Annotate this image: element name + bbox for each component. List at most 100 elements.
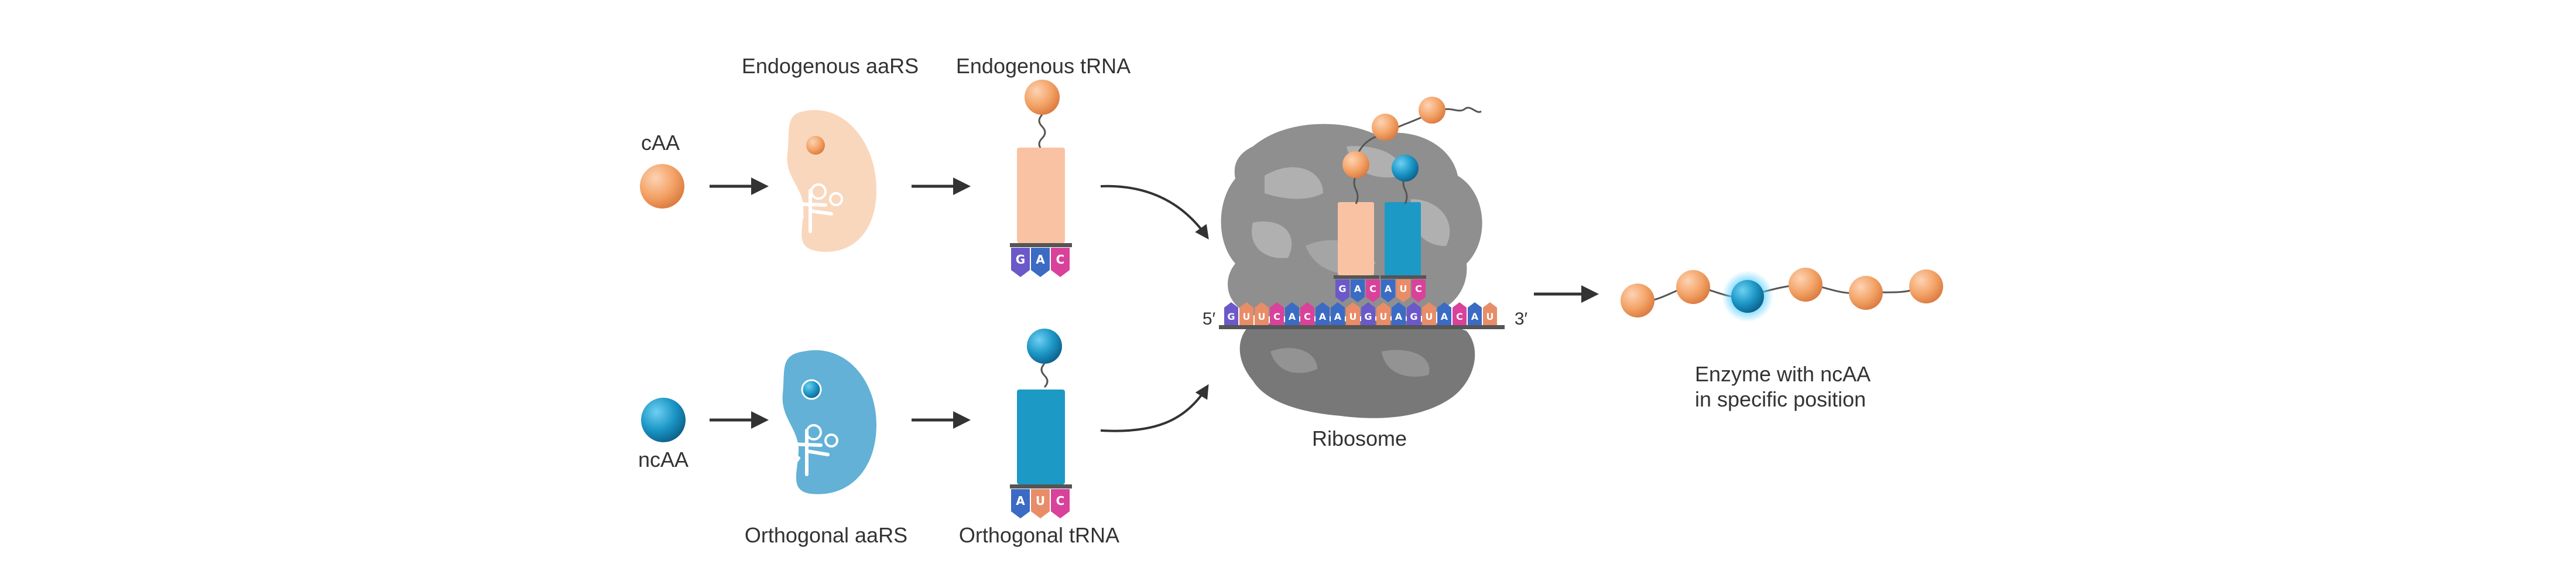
enzyme-residue — [1909, 269, 1943, 303]
codon-base — [1335, 279, 1349, 302]
codon-base — [1407, 302, 1421, 325]
codon-letter: U — [1349, 311, 1357, 322]
chain-residue-ncaa — [1392, 155, 1419, 182]
enzyme-label-line1: Enzyme with ncAA — [1695, 362, 1871, 386]
anticodon-letter: A — [1036, 252, 1045, 267]
anticodon-base — [1031, 489, 1050, 518]
enzyme-chain — [1621, 268, 1943, 322]
codon-base — [1483, 302, 1497, 325]
ribosome-small-subunit — [1239, 320, 1475, 418]
codon-letter: A — [1319, 311, 1327, 322]
codon-letter: U — [1380, 311, 1388, 322]
codon-letter: C — [1273, 311, 1280, 322]
enzyme-residue — [1676, 270, 1710, 304]
ncaa-label: ncAA — [638, 448, 688, 472]
codon-letter: A — [1385, 284, 1392, 295]
anticodon-letter: C — [1056, 252, 1065, 267]
codon-base — [1422, 302, 1436, 325]
codon-base — [1366, 279, 1380, 302]
codon-letter: C — [1415, 284, 1422, 295]
codon-letter: A — [1441, 311, 1448, 322]
codon-letter: U — [1426, 311, 1433, 322]
codon-base — [1346, 302, 1360, 325]
codon-letter: U — [1243, 311, 1251, 322]
codon-base — [1381, 279, 1395, 302]
codon-letter: G — [1410, 311, 1417, 322]
codon-base — [1239, 302, 1253, 325]
caa-amino-acid — [640, 164, 684, 209]
endogenous-trna — [1010, 80, 1072, 247]
codon-base — [1361, 302, 1375, 325]
anticodon-letter: C — [1056, 494, 1065, 508]
codon-letter: U — [1400, 284, 1407, 295]
ribosome-endogenous-trna — [1334, 202, 1379, 279]
endogenous-anticodon: G A C — [1011, 248, 1070, 277]
anticodon-letter: A — [1016, 494, 1025, 508]
codon-base — [1285, 302, 1299, 325]
codon-base — [1376, 302, 1390, 325]
codon-letter: G — [1338, 284, 1346, 295]
anticodon-letter: G — [1016, 252, 1025, 267]
ribosome-orthogonal-trna — [1381, 202, 1426, 279]
anticodon-base — [1011, 248, 1030, 277]
arrow-orthogonal-to-ribosome — [1100, 384, 1209, 432]
arrow-endogenous-to-ribosome — [1100, 185, 1209, 240]
codon-letter: U — [1486, 311, 1494, 322]
codon-base — [1396, 279, 1410, 302]
trna-linker — [1353, 175, 1359, 204]
orthogonal-trna — [1010, 329, 1072, 489]
mrna-strand — [1219, 325, 1505, 329]
caa-label: cAA — [641, 131, 680, 155]
five-prime-label: 5′ — [1203, 309, 1216, 329]
orthogonal-anticodon: A U C — [1011, 489, 1070, 518]
codon-base — [1316, 302, 1330, 325]
chain-residue — [1419, 97, 1445, 124]
codon-base — [1412, 279, 1426, 302]
codon-base — [1468, 302, 1482, 325]
codon-base — [1331, 302, 1345, 325]
enzyme-residue — [1621, 284, 1654, 317]
anticodon-base — [1011, 489, 1030, 518]
three-prime-label: 3′ — [1515, 309, 1528, 329]
codon-base — [1255, 302, 1269, 325]
orthogonal-aars-label: Orthogonal aaRS — [745, 523, 907, 547]
codon-letter: A — [1334, 311, 1342, 322]
orthogonal-aars-enzyme — [782, 350, 876, 494]
ncaa-amino-acid — [641, 398, 686, 442]
codon-base — [1453, 302, 1467, 325]
codon-letter: A — [1471, 311, 1479, 322]
orthogonal-trna-label: Orthogonal tRNA — [959, 523, 1119, 547]
codon-letter: C — [1456, 311, 1463, 322]
codon-letter: G — [1364, 311, 1372, 322]
codon-base — [1270, 302, 1284, 325]
codon-base — [1351, 279, 1365, 302]
anticodon-base — [1051, 489, 1070, 518]
endogenous-aars-label: Endogenous aaRS — [742, 54, 919, 78]
anticodon-letter: U — [1036, 494, 1045, 508]
enzyme-residue — [1789, 268, 1823, 302]
endogenous-trna-label: Endogenous tRNA — [956, 54, 1131, 78]
codon-letter: A — [1395, 311, 1403, 322]
anticodon-base — [1051, 248, 1070, 277]
endogenous-aars-enzyme — [787, 110, 877, 252]
codon-base — [1437, 302, 1451, 325]
chain-residue — [1372, 114, 1399, 141]
enzyme-label-line2: in specific position — [1695, 387, 1866, 411]
codon-letter: A — [1354, 284, 1362, 295]
codon-letter: A — [1289, 311, 1296, 322]
codon-letter: C — [1369, 284, 1376, 295]
ribosome-label: Ribosome — [1312, 426, 1407, 450]
codon-base — [1300, 302, 1314, 325]
enzyme-residue-ncaa — [1731, 280, 1764, 313]
codon-letter: U — [1258, 311, 1266, 322]
codon-base — [1224, 302, 1238, 325]
codon-letter: G — [1227, 311, 1235, 322]
chain-residue — [1342, 151, 1369, 178]
enzyme-residue — [1849, 276, 1883, 310]
anticodon-base — [1031, 248, 1050, 277]
codon-base — [1392, 302, 1406, 325]
codon-letter: C — [1304, 311, 1311, 322]
